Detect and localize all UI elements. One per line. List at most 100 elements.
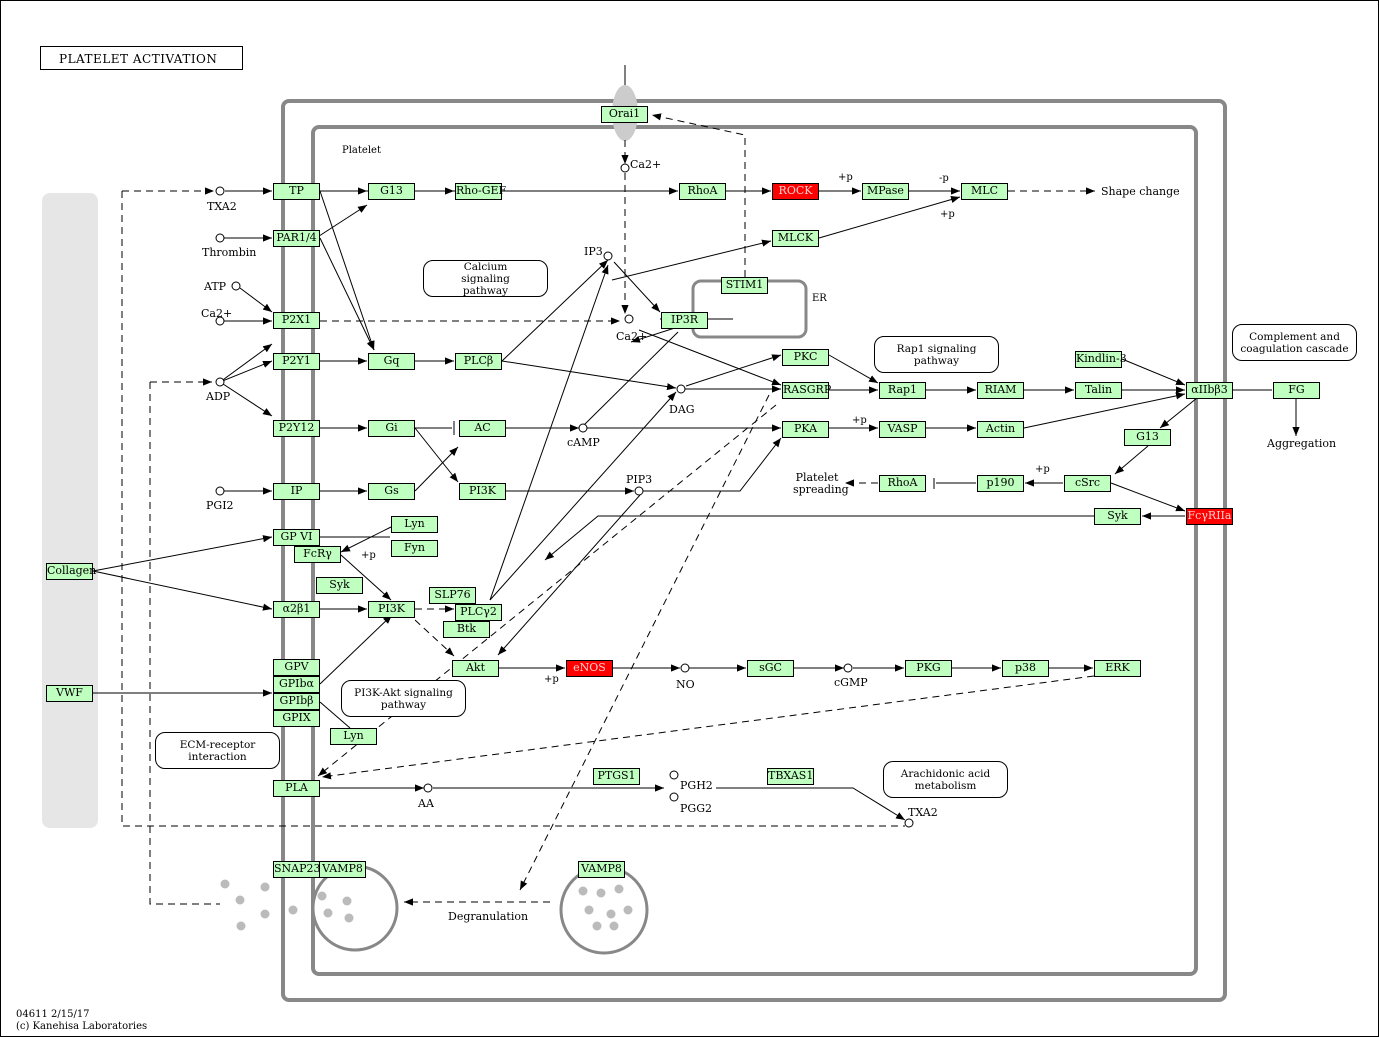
node-pi3k-low[interactable]: PI3K (368, 601, 415, 618)
node-talin[interactable]: Talin (1075, 382, 1122, 399)
node-p190[interactable]: p190 (977, 475, 1024, 492)
node-plcg2[interactable]: PLCγ2 (455, 604, 502, 621)
node-gq[interactable]: Gq (368, 353, 415, 370)
compound-dot[interactable] (843, 663, 853, 673)
compound-dot[interactable] (215, 233, 225, 243)
node-par1-4[interactable]: PAR1/4 (273, 230, 320, 247)
node-p2x1[interactable]: P2X1 (273, 312, 320, 329)
compound-dot[interactable] (215, 186, 225, 196)
pathway-pi3k-akt[interactable]: PI3K-Akt signaling pathway (341, 680, 466, 717)
node-vasp[interactable]: VASP (879, 421, 926, 438)
compound-dot[interactable] (215, 377, 225, 387)
node-enos[interactable]: eNOS (566, 660, 613, 677)
node-fcgr2a[interactable]: FcγRIIa (1186, 508, 1233, 525)
compound-dot[interactable] (578, 423, 588, 433)
mod-csrc-p190: +p (1035, 464, 1050, 475)
node-g13-top[interactable]: G13 (368, 183, 415, 200)
compound-dot[interactable] (620, 163, 630, 173)
node-riam[interactable]: RIAM (977, 382, 1024, 399)
node-rock[interactable]: ROCK (772, 183, 819, 200)
edge (613, 261, 661, 313)
node-fcry[interactable]: FcRγ (294, 546, 341, 563)
node-p2y12[interactable]: P2Y12 (273, 420, 320, 437)
node-aiib-b3[interactable]: αIIbβ3 (1186, 382, 1233, 399)
pathway-calcium[interactable]: Calcium signaling pathway (423, 260, 548, 297)
node-ac[interactable]: AC (459, 420, 506, 437)
node-akt[interactable]: Akt (452, 660, 499, 677)
compound-dot[interactable] (904, 818, 914, 828)
node-rasgrp[interactable]: RASGRP (782, 382, 831, 399)
node-vwf[interactable]: VWF (46, 685, 93, 702)
node-btk[interactable]: Btk (443, 621, 490, 638)
compound-dot[interactable] (669, 770, 679, 780)
compound-dot[interactable] (215, 486, 225, 496)
node-vamp8-left[interactable]: VAMP8 (319, 861, 366, 878)
compound-atp: ATP (204, 280, 227, 293)
pathway-ecm[interactable]: ECM-receptor interaction (155, 732, 280, 769)
pathway-rap1[interactable]: Rap1 signaling pathway (874, 336, 999, 373)
compound-dot[interactable] (680, 663, 690, 673)
node-collagen[interactable]: Collagen (46, 563, 96, 580)
node-mlck[interactable]: MLCK (772, 230, 819, 247)
node-snap23[interactable]: SNAP23 (273, 861, 321, 878)
node-ip[interactable]: IP (273, 483, 320, 500)
node-mpase[interactable]: MPase (862, 183, 909, 200)
node-plcb[interactable]: PLCβ (455, 353, 502, 370)
node-rhoa-low[interactable]: RhoA (879, 475, 926, 492)
node-tp[interactable]: TP (273, 183, 320, 200)
node-rho-gef[interactable]: Rho-GEF (455, 183, 506, 200)
node-p2y1[interactable]: P2Y1 (273, 353, 320, 370)
node-mlc[interactable]: MLC (961, 183, 1008, 200)
node-tbxas1[interactable]: TBXAS1 (767, 768, 814, 785)
node-g13-right[interactable]: G13 (1124, 429, 1171, 446)
pathway-complement[interactable]: Complement and coagulation cascade (1232, 324, 1357, 361)
compound-dot[interactable] (215, 316, 225, 326)
node-pkc[interactable]: PKC (782, 349, 829, 366)
compound-dot[interactable] (231, 281, 241, 291)
node-syk-left[interactable]: Syk (316, 577, 363, 594)
node-ip3r[interactable]: IP3R (661, 312, 708, 329)
node-lyn-top[interactable]: Lyn (391, 516, 438, 533)
node-lyn-low[interactable]: Lyn (330, 728, 377, 745)
compound-dot[interactable] (676, 384, 686, 394)
node-ptgs1[interactable]: PTGS1 (593, 768, 640, 785)
node-actin[interactable]: Actin (977, 421, 1024, 438)
compound-ca-left: Ca2+ (201, 307, 233, 320)
node-p38[interactable]: p38 (1002, 660, 1049, 677)
node-fg[interactable]: FG (1273, 382, 1320, 399)
node-gs[interactable]: Gs (368, 483, 415, 500)
edge (92, 570, 273, 611)
compound-adp: ADP (206, 390, 231, 403)
node-pkg[interactable]: PKG (905, 660, 952, 677)
node-syk-right[interactable]: Syk (1094, 508, 1141, 525)
node-erk[interactable]: ERK (1094, 660, 1141, 677)
compound-dot[interactable] (634, 486, 644, 496)
pathway-arachidonic[interactable]: Arachidonic acid metabolism (883, 761, 1008, 798)
edge (414, 446, 459, 492)
node-pka[interactable]: PKA (782, 421, 829, 438)
compound-dot[interactable] (603, 251, 613, 261)
node-rap1[interactable]: Rap1 (879, 382, 926, 399)
node-gpiba[interactable]: GPIbα (273, 676, 320, 693)
node-pla[interactable]: PLA (273, 780, 320, 797)
compound-dot[interactable] (423, 783, 433, 793)
node-stim1[interactable]: STIM1 (721, 277, 768, 294)
node-gpv[interactable]: GPV (273, 659, 320, 676)
node-kindlin-3[interactable]: Kindlin-3 (1075, 351, 1127, 368)
node-fyn[interactable]: Fyn (391, 540, 438, 557)
node-orai1[interactable]: Orai1 (601, 106, 648, 123)
node-csrc[interactable]: cSrc (1064, 475, 1111, 492)
node-gpix[interactable]: GPIX (273, 710, 320, 727)
node-slp76[interactable]: SLP76 (429, 587, 476, 604)
compound-dot[interactable] (669, 792, 679, 802)
node-pi3k-mid[interactable]: PI3K (459, 483, 506, 500)
node-gpibb[interactable]: GPIbβ (273, 693, 320, 710)
node-rhoa-top[interactable]: RhoA (679, 183, 726, 200)
node-gp-vi[interactable]: GP VI (273, 529, 320, 546)
node-gi[interactable]: Gi (368, 420, 415, 437)
compound-dot[interactable] (624, 314, 634, 324)
node-vamp8-right[interactable]: VAMP8 (578, 861, 625, 878)
node-a2b1[interactable]: α2β1 (273, 601, 320, 618)
edge (497, 494, 641, 656)
node-sgc[interactable]: sGC (747, 660, 794, 677)
